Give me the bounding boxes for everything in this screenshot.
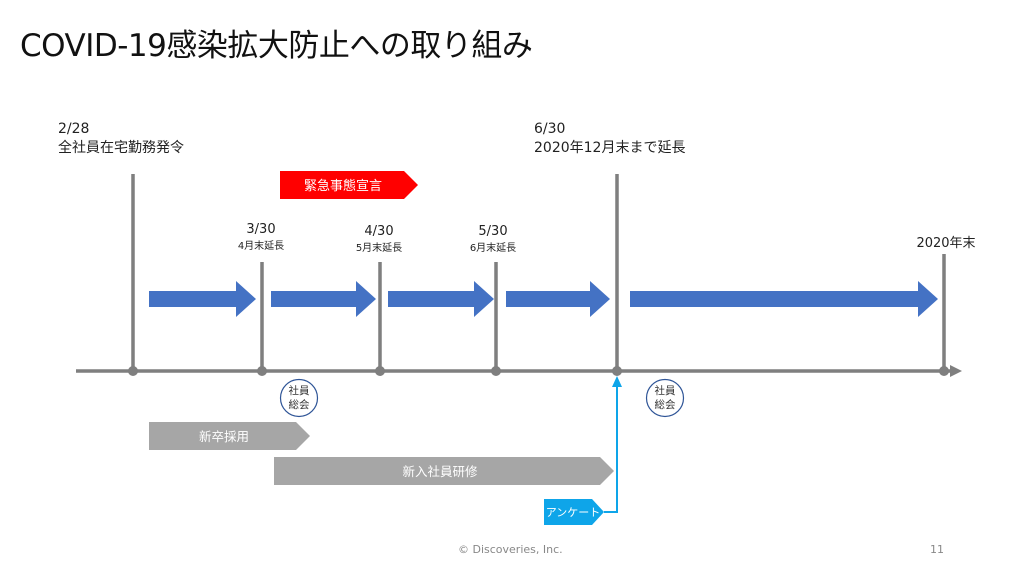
milestone-1-date: 3/30 (246, 222, 276, 237)
period-arrow-1 (149, 281, 256, 317)
meeting-badge-1 (279, 378, 319, 418)
meeting-badge-2-line2: 総会 (655, 398, 676, 411)
milestone-1-note: 4月末延長 (237, 241, 285, 252)
survey-connector (604, 385, 618, 513)
page-number: 11 (930, 543, 944, 556)
milestone-4-label: 6/30 2020年12月末まで延長 (534, 120, 685, 158)
training-bar (274, 457, 614, 485)
milestone-3-label: 5/30 6月末延長 (458, 224, 528, 254)
milestone-3-note: 6月末延長 (469, 243, 517, 254)
recruiting-bar-label: 新卒採用 (199, 429, 249, 444)
period-arrow-2 (271, 281, 376, 317)
milestone-1-label: 3/30 4月末延長 (226, 222, 296, 252)
axis-dot-2 (375, 366, 385, 376)
slide-title: COVID-19感染拡大防止への取り組み (20, 28, 533, 64)
meeting-badge-1-line2: 総会 (289, 398, 310, 411)
period-arrow-3 (388, 281, 494, 317)
milestone-0-date: 2/28 (58, 121, 90, 137)
milestone-5-label: 2020年末 (906, 232, 986, 251)
period-arrow-5 (630, 281, 938, 317)
meeting-badge-2-line1: 社員 (655, 384, 676, 397)
milestone-2-note: 5月末延長 (355, 243, 403, 254)
footer-copyright: © Discoveries, Inc. (458, 543, 563, 556)
meeting-badge-1-line1: 社員 (289, 384, 310, 397)
meeting-badge-2 (645, 378, 685, 418)
period-arrow-4 (506, 281, 610, 317)
emergency-declaration-chevron (280, 171, 418, 199)
milestone-2-label: 4/30 5月末延長 (344, 224, 414, 254)
emergency-declaration-label: 緊急事態宣言 (304, 178, 382, 194)
milestone-0-note: 全社員在宅勤務発令 (58, 140, 184, 156)
survey-label: アンケート (546, 506, 601, 519)
axis-dot-1 (257, 366, 267, 376)
milestone-2-date: 4/30 (364, 224, 394, 239)
axis-dot-4 (612, 366, 622, 376)
milestone-4-note: 2020年12月末まで延長 (534, 140, 686, 156)
training-bar-label: 新入社員研修 (402, 464, 478, 479)
axis-dot-5 (939, 366, 949, 376)
milestone-4-date: 6/30 (534, 121, 566, 137)
survey-chevron (544, 499, 604, 525)
timeline-axis-arrowhead (950, 365, 962, 377)
milestone-3-date: 5/30 (478, 224, 508, 239)
milestone-0-label: 2/28 全社員在宅勤務発令 (58, 120, 184, 158)
axis-dot-0 (128, 366, 138, 376)
axis-dot-3 (491, 366, 501, 376)
recruiting-bar (149, 422, 310, 450)
milestone-5-date: 2020年末 (916, 236, 976, 251)
survey-connector-arrowhead (612, 376, 622, 387)
